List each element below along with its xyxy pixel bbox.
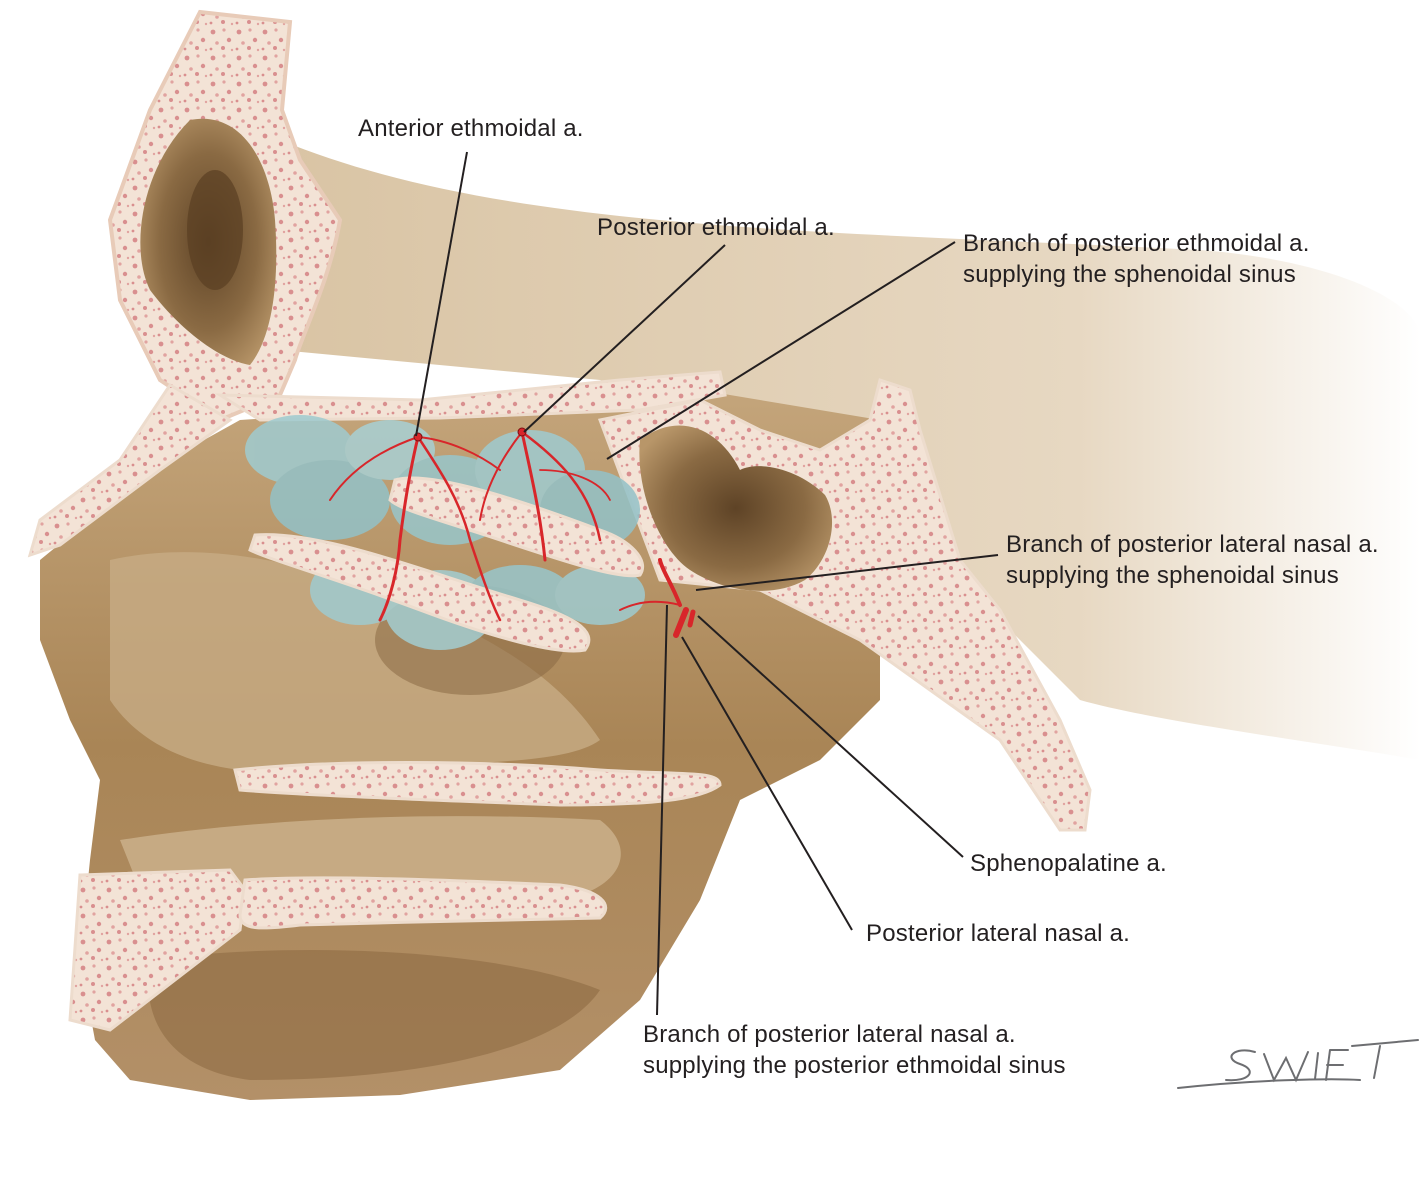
posterior-ethmoidal-point (517, 427, 527, 437)
label-anterior-ethmoidal: Anterior ethmoidal a. (358, 113, 584, 144)
label-line-2: supplying the sphenoidal sinus (1006, 562, 1339, 589)
label-branch-post-lateral-ethmoidal: Branch of posterior lateral nasal a. sup… (643, 1019, 1066, 1081)
inferior-turbinate (233, 761, 722, 807)
label-line-2: supplying the posterior ethmoidal sinus (643, 1052, 1066, 1079)
label-line-1: Branch of posterior ethmoidal a. (963, 230, 1310, 257)
label-line-1: Branch of posterior lateral nasal a. (643, 1021, 1016, 1048)
leader-branch-post-lateral-ethmoidal (656, 604, 668, 1016)
label-sphenopalatine-text: Sphenopalatine a. (970, 850, 1167, 877)
maxillary-surface (110, 552, 600, 773)
leader-branch-post-lateral-sphenoidal (695, 554, 999, 591)
frontal-sinus-inner (187, 170, 243, 290)
sphenoidal-sinus (639, 425, 833, 591)
superior-turbinate (388, 476, 644, 578)
label-branch-post-lateral-sphenoidal: Branch of posterior lateral nasal a. sup… (1006, 529, 1379, 591)
anterior-ethmoidal-point (413, 432, 423, 442)
nasal-bone (27, 382, 233, 558)
label-posterior-lateral-nasal-text: Posterior lateral nasal a. (866, 920, 1130, 947)
hard-palate (238, 876, 608, 930)
leader-branch-post-ethmoidal (606, 241, 956, 460)
leader-posterior-lateral-nasal (681, 636, 853, 931)
signature-swift (1177, 1039, 1419, 1089)
label-line-1: Branch of posterior lateral nasal a. (1006, 531, 1379, 558)
label-branch-post-ethmoidal: Branch of posterior ethmoidal a. supplyi… (963, 228, 1310, 290)
leader-sphenopalatine (697, 615, 964, 858)
label-anterior-ethmoidal-text: Anterior ethmoidal a. (358, 115, 584, 142)
label-posterior-ethmoidal-text: Posterior ethmoidal a. (597, 214, 835, 241)
leader-anterior-ethmoidal (415, 151, 468, 437)
palatine-bone-anterior (68, 868, 247, 1032)
label-posterior-ethmoidal: Posterior ethmoidal a. (597, 212, 835, 243)
palate-shadow (148, 950, 600, 1080)
arteries (329, 430, 696, 638)
label-sphenopalatine: Sphenopalatine a. (970, 848, 1167, 879)
leader-posterior-ethmoidal (523, 244, 726, 433)
label-line-2: supplying the sphenoidal sinus (963, 261, 1296, 288)
leader-lines (415, 151, 999, 1016)
label-posterior-lateral-nasal: Posterior lateral nasal a. (866, 918, 1130, 949)
